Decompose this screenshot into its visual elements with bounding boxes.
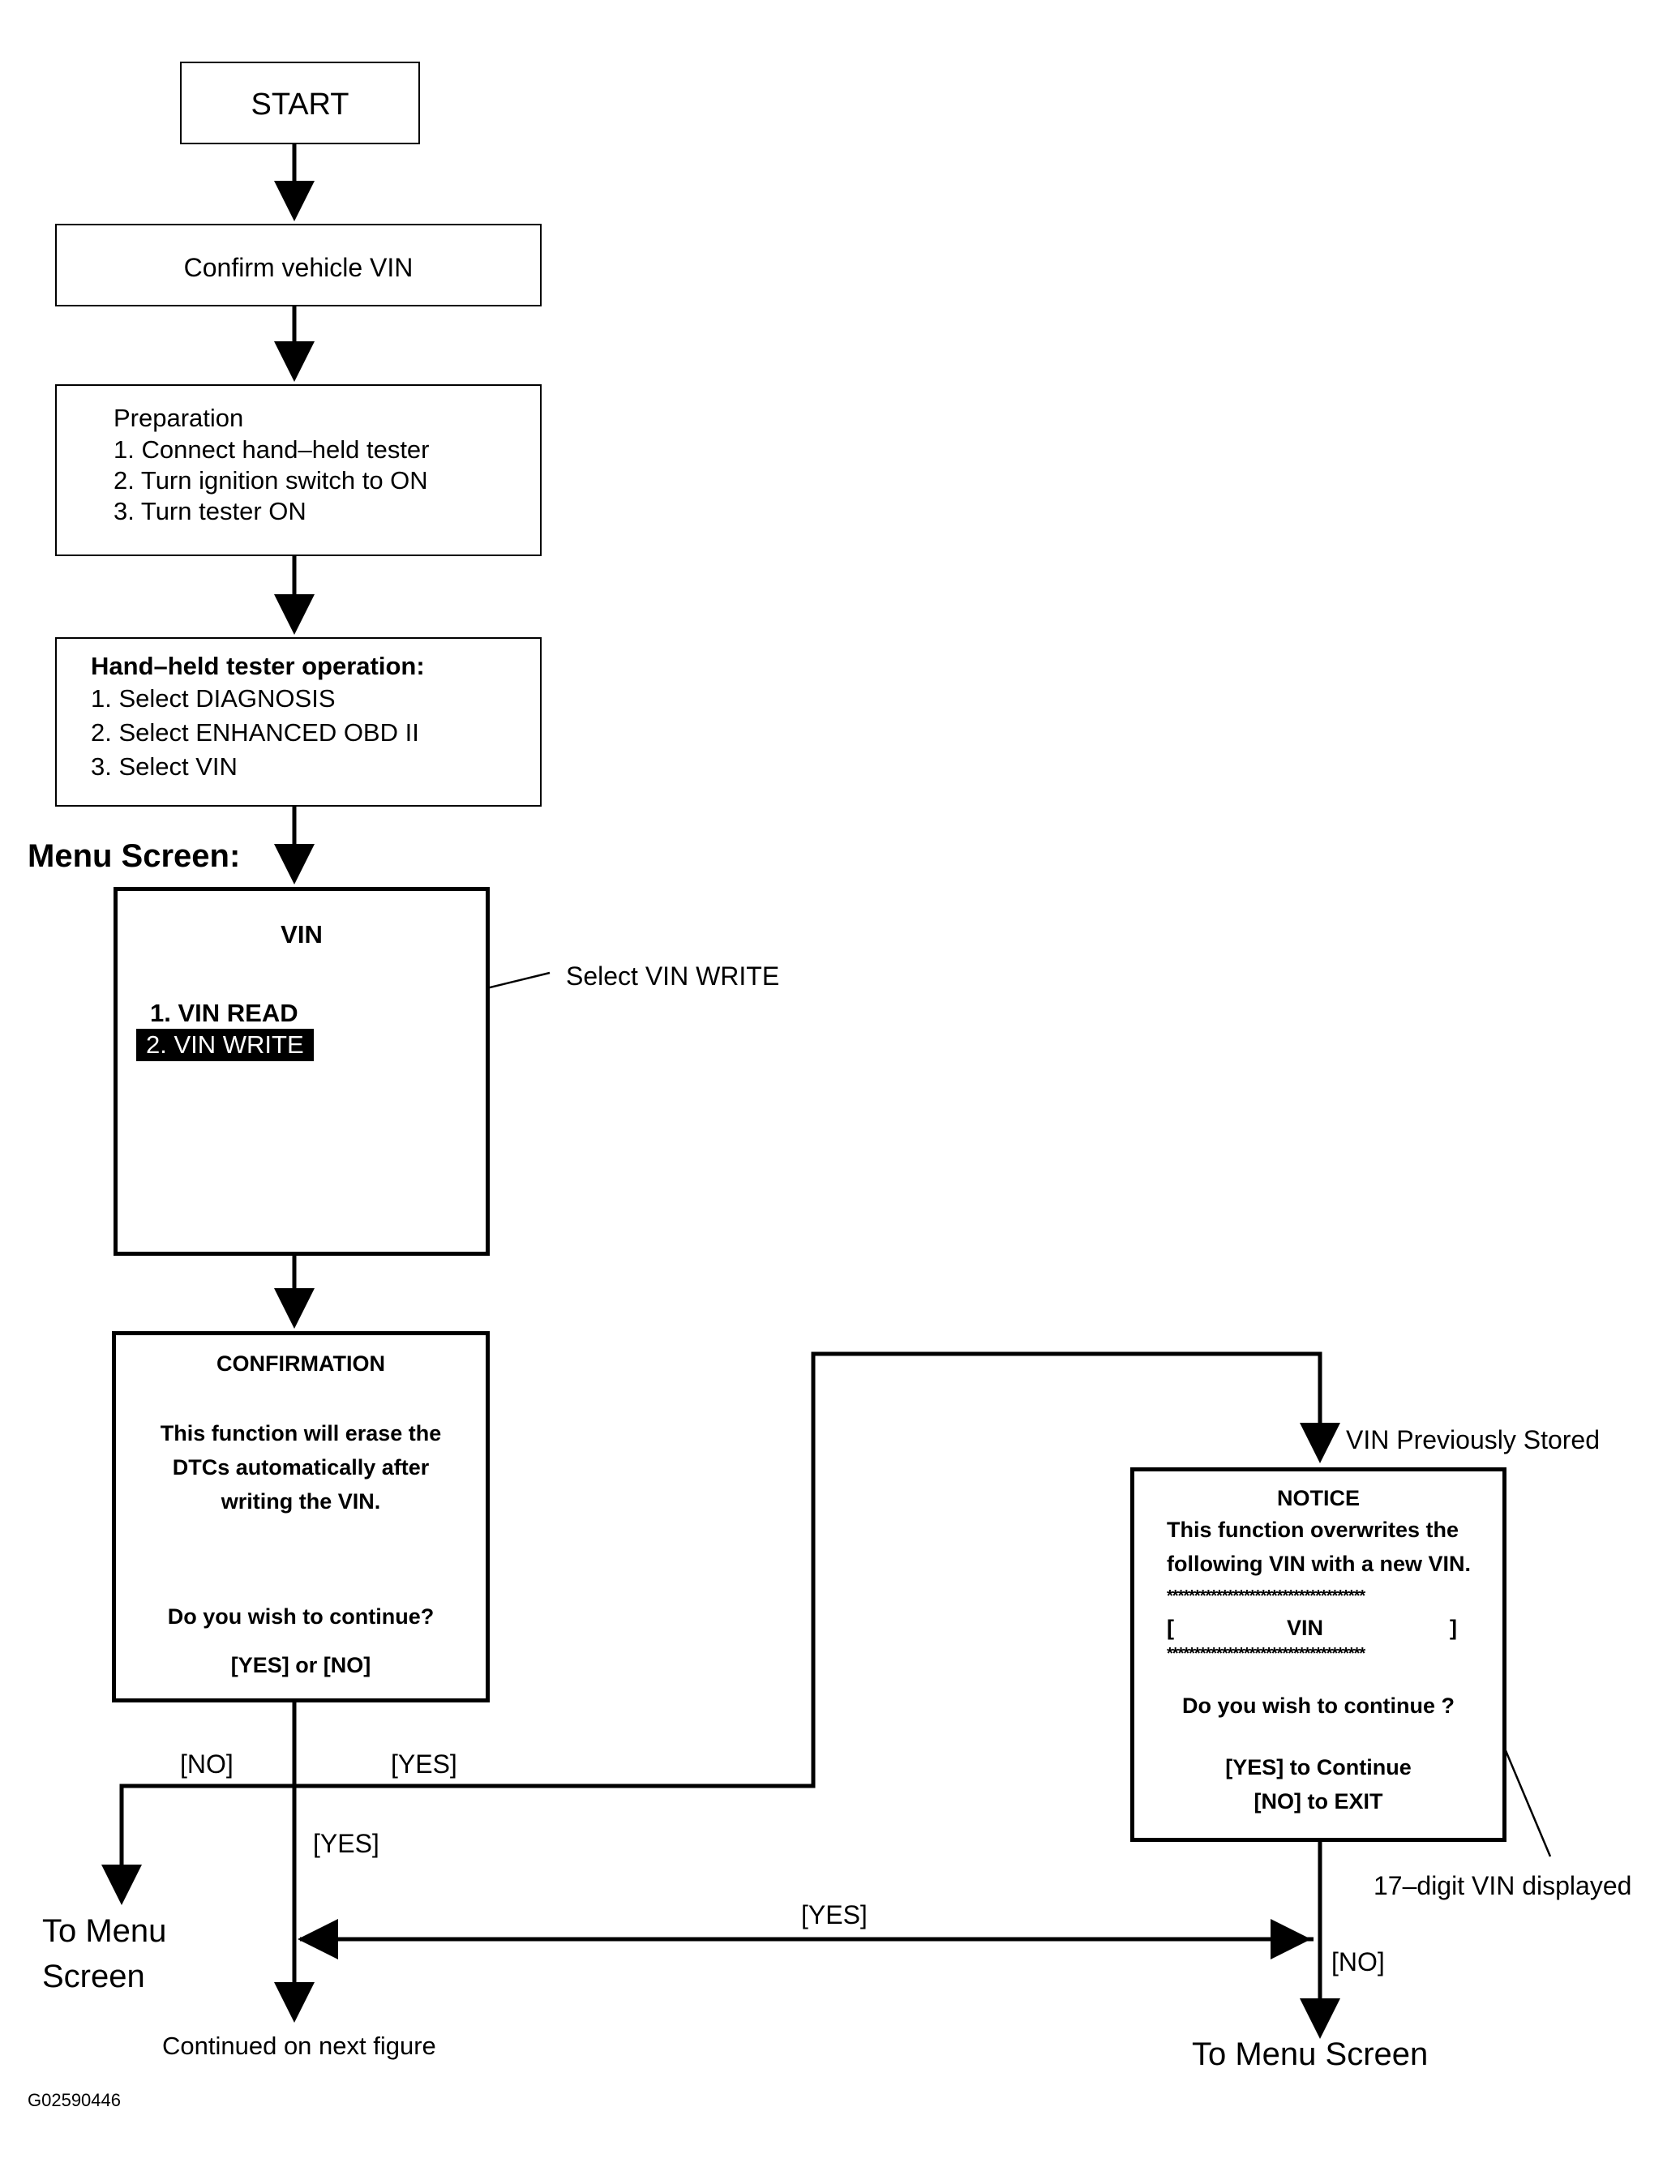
notice-yes: [YES] to Continue [1225,1755,1412,1779]
notice-title: NOTICE [1276,1486,1360,1510]
start-label: START [251,88,349,122]
tester-operation-step: 1. Select DIAGNOSIS [91,684,336,713]
notice-vin: VIN [1287,1616,1324,1640]
arrow-yes-to-notice [294,1351,1340,1788]
preparation-step: 1. Connect hand–held tester [114,435,430,464]
confirmation-question: Do you wish to continue? [167,1604,435,1629]
branch-label-yes-to-notice: [YES] [391,1749,457,1779]
confirm-vin-box: Confirm vehicle VIN [55,224,542,306]
preparation-step: 3. Turn tester ON [114,497,306,525]
branch-label-yes-horizontal: [YES] [801,1900,868,1929]
callout-select-vin-write: Select VIN WRITE [566,961,780,991]
confirmation-options: [YES] or [NO] [230,1653,371,1677]
preparation-step: 2. Turn ignition switch to ON [114,466,428,495]
continued-on-next-figure: Continued on next figure [162,2032,436,2060]
menu-item-vin-read: 1. VIN READ [150,999,298,1027]
notice-stars-top: ************************************ [1167,1587,1365,1605]
menu-screen-box: VIN 1. VIN READ 2. VIN WRITE [114,887,490,1256]
to-menu-screen-left: To Menu [42,1913,167,1949]
start-box: START [180,62,420,144]
notice-stars-bottom: ************************************ [1167,1645,1365,1663]
confirmation-title: CONFIRMATION [216,1351,385,1376]
branch-label-no-left: [NO] [180,1749,234,1779]
notice-bracket-left: [ [1167,1616,1174,1640]
tester-operation-title: Hand–held tester operation: [91,652,425,680]
preparation-title: Preparation [114,404,244,432]
confirmation-message: writing the VIN. [221,1489,381,1514]
notice-message: This function overwrites the [1167,1518,1459,1542]
notice-bracket-right: ] [1450,1616,1457,1640]
confirmation-message: DTCs automatically after [172,1455,430,1480]
confirmation-box: CONFIRMATION This function will erase th… [112,1331,490,1702]
arrow-no-to-menu-left [101,1784,294,1905]
menu-item-vin-write: 2. VIN WRITE [136,1029,314,1061]
menu-screen-title: VIN [281,920,323,949]
branch-label-no-notice: [NO] [1331,1947,1385,1976]
notice-no: [NO] to EXIT [1254,1789,1383,1814]
callout-17-digit-vin: 17–digit VIN displayed [1374,1871,1632,1900]
tester-operation-step: 3. Select VIN [91,752,238,781]
branch-label-yes-down: [YES] [313,1829,379,1858]
tester-operation-step: 2. Select ENHANCED OBD II [91,718,419,747]
confirmation-message: This function will erase the [160,1421,442,1445]
notice-message: following VIN with a new VIN. [1167,1552,1472,1576]
to-menu-screen-left: Screen [42,1959,145,1994]
to-menu-screen-right: To Menu Screen [1192,2036,1429,2072]
preparation-box: Preparation 1. Connect hand–held tester … [55,384,542,556]
notice-question: Do you wish to continue ? [1182,1694,1455,1718]
tester-operation-box: Hand–held tester operation: 1. Select DI… [55,637,542,807]
figure-id: G02590446 [28,2090,121,2110]
vin-previously-stored-label: VIN Previously Stored [1346,1425,1601,1454]
menu-screen-heading: Menu Screen: [28,838,241,874]
notice-box: NOTICE This function overwrites the foll… [1130,1467,1506,1842]
confirm-vin-label: Confirm vehicle VIN [183,253,414,282]
